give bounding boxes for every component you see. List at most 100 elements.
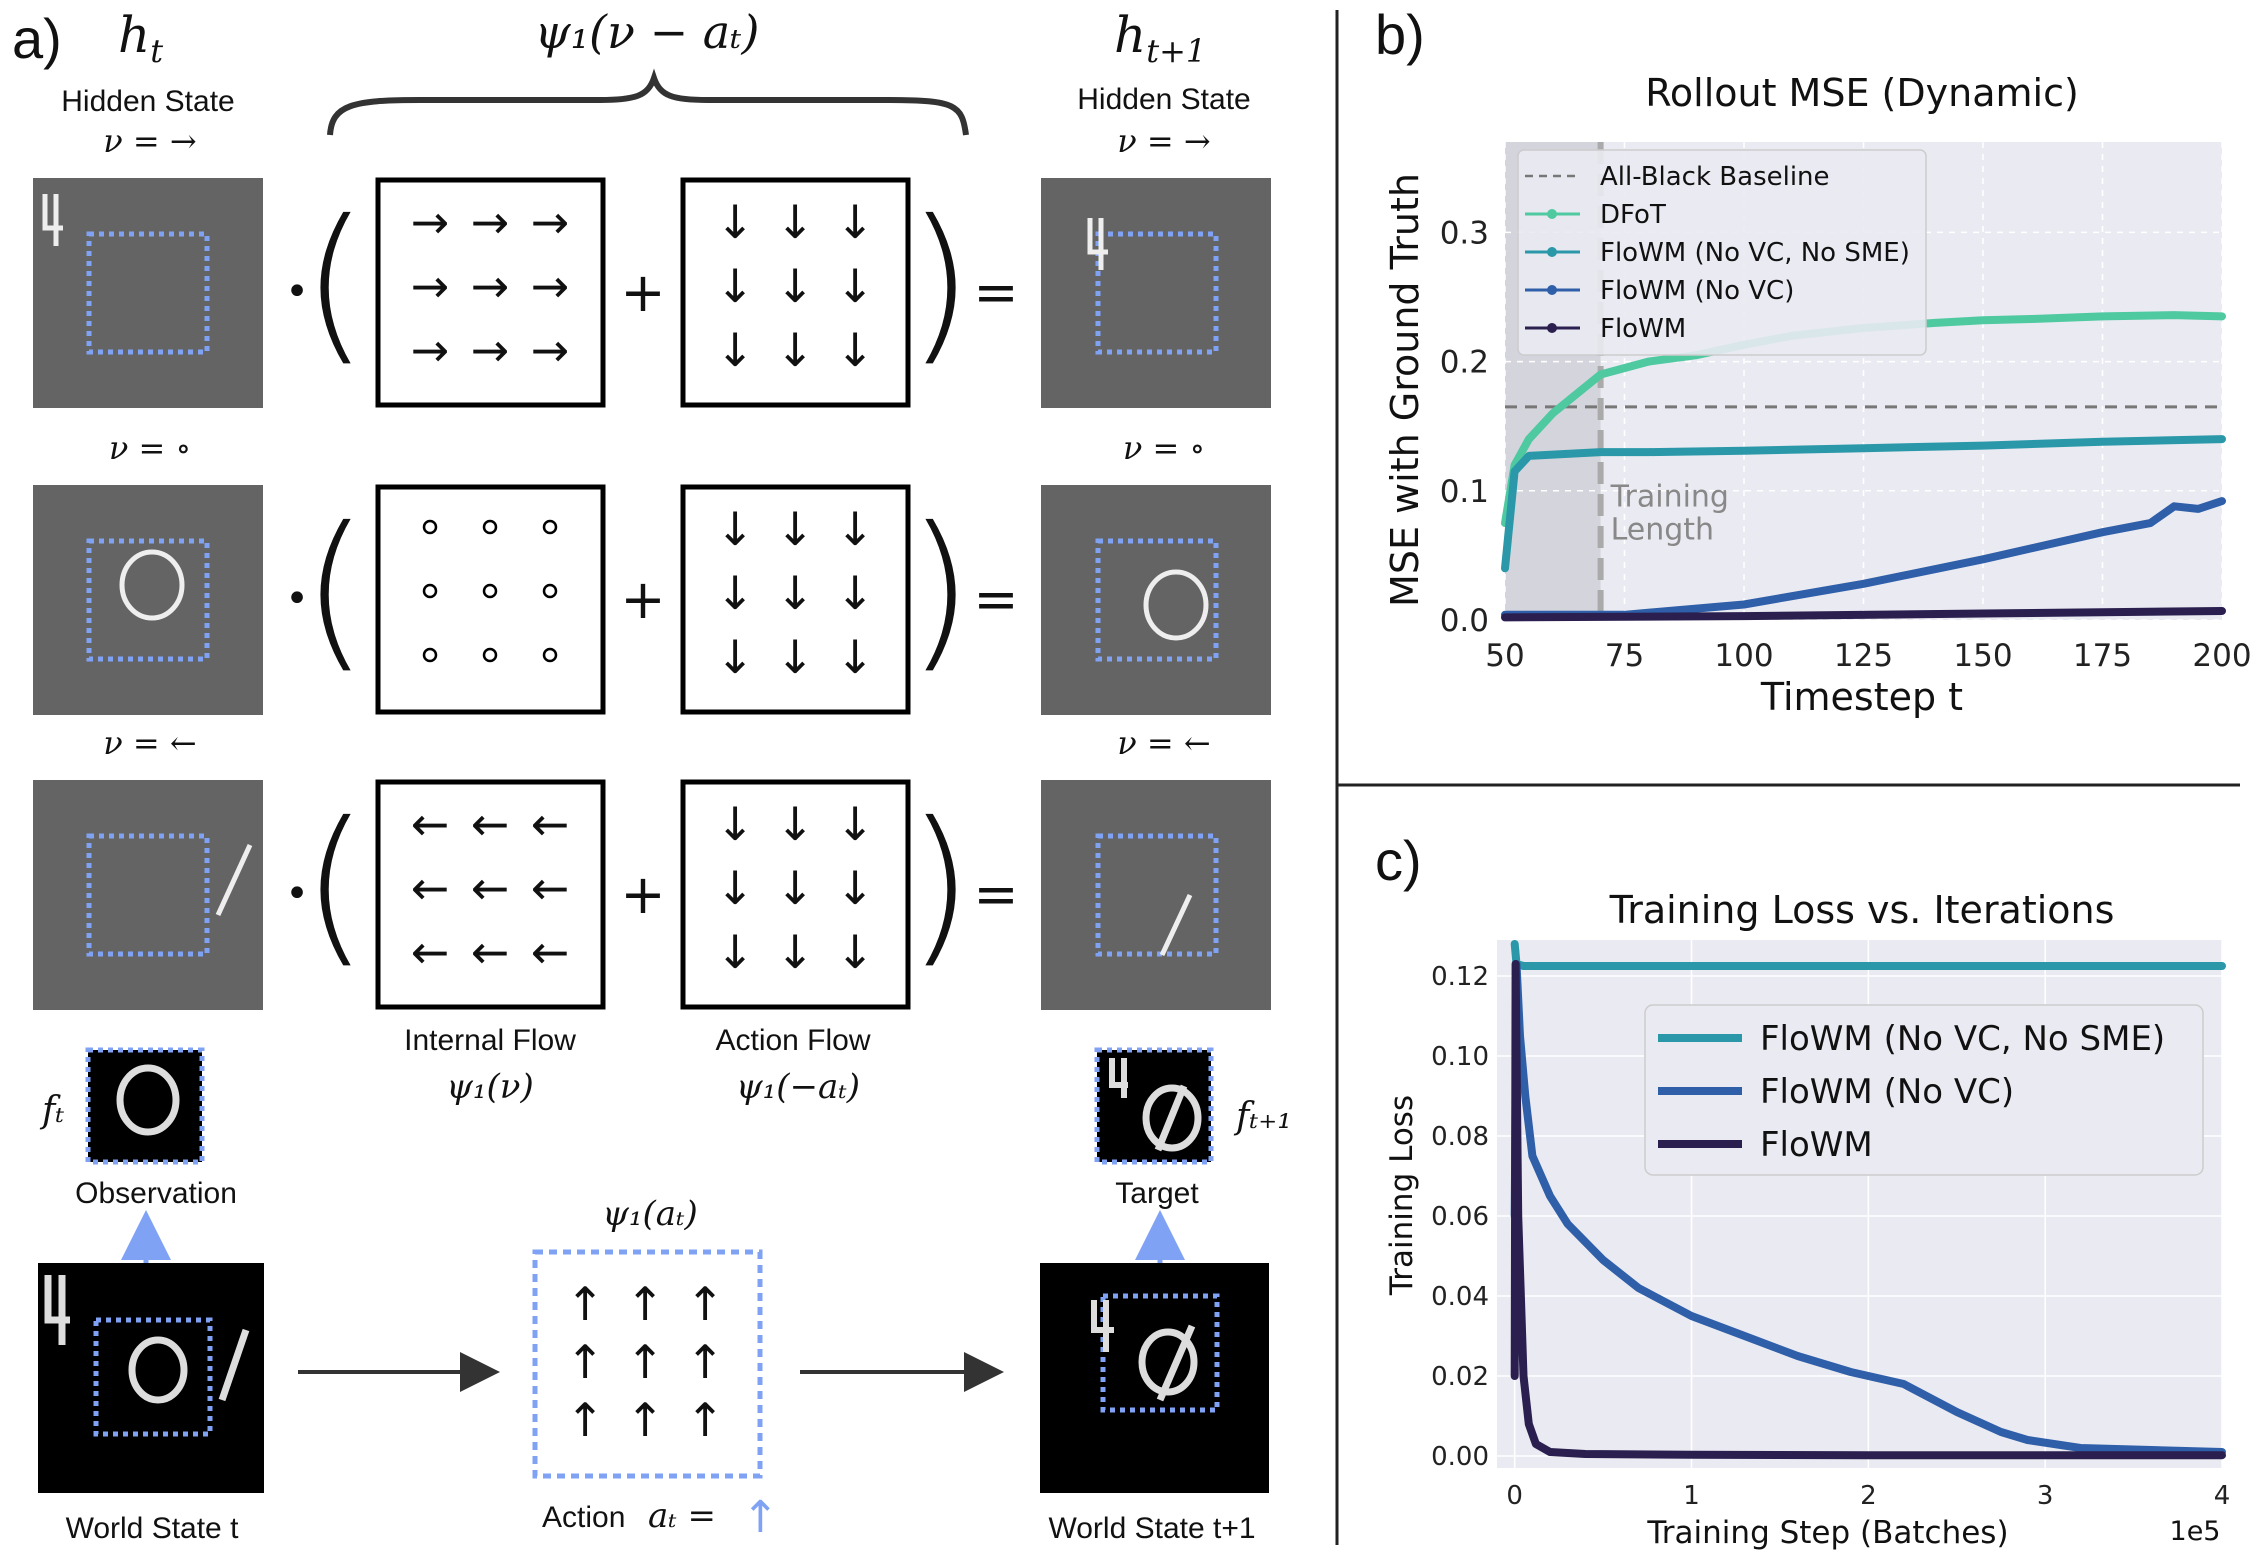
action-flow-grid <box>680 177 911 408</box>
series-line <box>1510 960 2226 1456</box>
series-line <box>1501 497 2226 619</box>
nu-label-right: ν = → <box>1117 122 1210 160</box>
action-grid: ↑↑↑↑↑↑↑↑↑ <box>566 1277 725 1447</box>
hidden-state-right: Hidden State <box>1077 83 1250 116</box>
y-tick-label: 0.3 <box>1440 215 1489 251</box>
flow-arrow-icon: ← <box>411 925 450 979</box>
f-t-label: fₜ <box>39 1090 64 1131</box>
circle-icon <box>422 647 438 663</box>
internal-flow-grid <box>375 779 606 1010</box>
chart-c-multiplier: 1e5 <box>2170 1516 2221 1547</box>
flow-arrow-icon: → <box>411 195 450 249</box>
up-arrow-icon: ↑ <box>626 1277 665 1331</box>
plus-operator: + <box>620 863 665 926</box>
equals-operator: = <box>973 261 1018 324</box>
digit-zero <box>119 549 185 621</box>
chart-c-title: Training Loss vs. Iterations <box>1609 888 2115 932</box>
flow-arrow-icon: ↓ <box>836 323 875 377</box>
digit-four <box>1109 1058 1128 1098</box>
chart-b-ylabel: MSE with Ground Truth <box>1383 173 1427 607</box>
x-tick-label: 50 <box>1485 638 1524 674</box>
dot-operator: • <box>285 269 309 315</box>
y-tick-label: 0.04 <box>1431 1282 1489 1312</box>
paren-right: ) <box>907 184 973 382</box>
next-hidden-state-tile <box>1041 780 1271 1010</box>
flow-arrow-icon: ← <box>531 861 570 915</box>
up-arrow-icon: ↑ <box>686 1393 725 1447</box>
flow-arrow-icon: → <box>471 195 510 249</box>
flow-arrow-icon: ↓ <box>716 861 755 915</box>
y-tick-label: 0.1 <box>1440 474 1489 510</box>
digit-one <box>215 843 253 917</box>
internal-flow-math: ψ₁(ν) <box>446 1067 534 1107</box>
dot-operator: • <box>285 576 309 622</box>
y-tick-label: 0.10 <box>1431 1042 1489 1072</box>
flow-rows: ν = →ν = →•()+=→→→→→→→→→↓↓↓↓↓↓↓↓↓ν = ∘ν … <box>33 122 1271 1010</box>
legend-marker <box>1547 247 1557 257</box>
digit-four <box>42 194 63 246</box>
circle-icon <box>542 519 558 535</box>
action-eq: aₜ = <box>648 1496 716 1536</box>
view-window <box>1095 231 1219 355</box>
flow-arrow-icon: ↓ <box>836 925 875 979</box>
y-tick-label: 0.06 <box>1431 1202 1489 1232</box>
flow-arrow-icon: ↓ <box>836 797 875 851</box>
y-tick-label: 0.08 <box>1431 1122 1489 1152</box>
digit-four <box>44 1275 70 1345</box>
x-tick-label: 4 <box>2214 1481 2231 1511</box>
digit-zero <box>1138 1328 1198 1396</box>
flow-arrow-icon: ↓ <box>776 259 815 313</box>
view-window <box>1095 538 1219 662</box>
flow-arrow-icon: ← <box>411 797 450 851</box>
series-line <box>1510 960 2226 1460</box>
flow-arrow-icon: ↓ <box>836 566 875 620</box>
circle-icon <box>422 583 438 599</box>
flow-arrow-icon: ↓ <box>776 323 815 377</box>
nu-label-left: ν = ← <box>103 724 196 762</box>
h-t1-label: ht+1 <box>1114 6 1206 70</box>
equals-operator: = <box>973 568 1018 631</box>
action-flow-grid <box>680 484 911 715</box>
dot-operator: • <box>285 871 309 917</box>
flow-arrow-icon: ↓ <box>836 502 875 556</box>
x-tick-label: 2 <box>1860 1481 1877 1511</box>
x-tick-label: 175 <box>2073 638 2132 674</box>
up-arrow-icon: ↑ <box>686 1277 725 1331</box>
f-t1-label: fₜ₊₁ <box>1233 1096 1292 1137</box>
world-state-t-tile <box>38 1263 264 1493</box>
flow-arrow-icon: ← <box>471 797 510 851</box>
chart-b-title: Rollout MSE (Dynamic) <box>1645 71 2079 115</box>
legend-entry: All-Black Baseline <box>1600 162 1830 192</box>
nu-label-left: ν = ∘ <box>109 429 191 467</box>
up-arrow-icon: ↑ <box>626 1393 665 1447</box>
internal-flow-grid <box>375 484 606 715</box>
nu-label-left: ν = → <box>103 122 196 160</box>
internal-flow-grid <box>375 177 606 408</box>
flow-arrow-icon: ↓ <box>716 566 755 620</box>
legend-box <box>1644 1004 2204 1176</box>
panel-a-letter: a) <box>12 7 62 70</box>
flow-arrow-icon: ↓ <box>836 630 875 684</box>
action-flow-grid <box>680 779 911 1010</box>
h-t-label: ht <box>118 6 163 70</box>
flow-arrow-icon: ↓ <box>716 797 755 851</box>
action-label: Action <box>542 1501 625 1534</box>
flow-arrow-icon: ↓ <box>716 502 755 556</box>
annotation-line1: Training <box>1610 479 1729 514</box>
flow-arrow-icon: ↓ <box>776 195 815 249</box>
flow-arrow-icon: ↓ <box>776 925 815 979</box>
psi-header: ψ₁(ν − aₜ) <box>535 5 760 59</box>
flow-arrow-icon: ↓ <box>716 630 755 684</box>
flow-arrow-icon: → <box>471 259 510 313</box>
plus-operator: + <box>620 568 665 631</box>
up-arrow-icon: ↑ <box>566 1277 605 1331</box>
legend-entry: FloWM (No VC) <box>1760 1072 2014 1112</box>
action-flow-label: Action Flow <box>715 1024 870 1057</box>
up-arrow-icon: ↑ <box>566 1393 605 1447</box>
equals-operator: = <box>973 863 1018 926</box>
x-tick-label: 75 <box>1605 638 1644 674</box>
circle-icon <box>422 519 438 535</box>
digit-one <box>1159 893 1193 957</box>
